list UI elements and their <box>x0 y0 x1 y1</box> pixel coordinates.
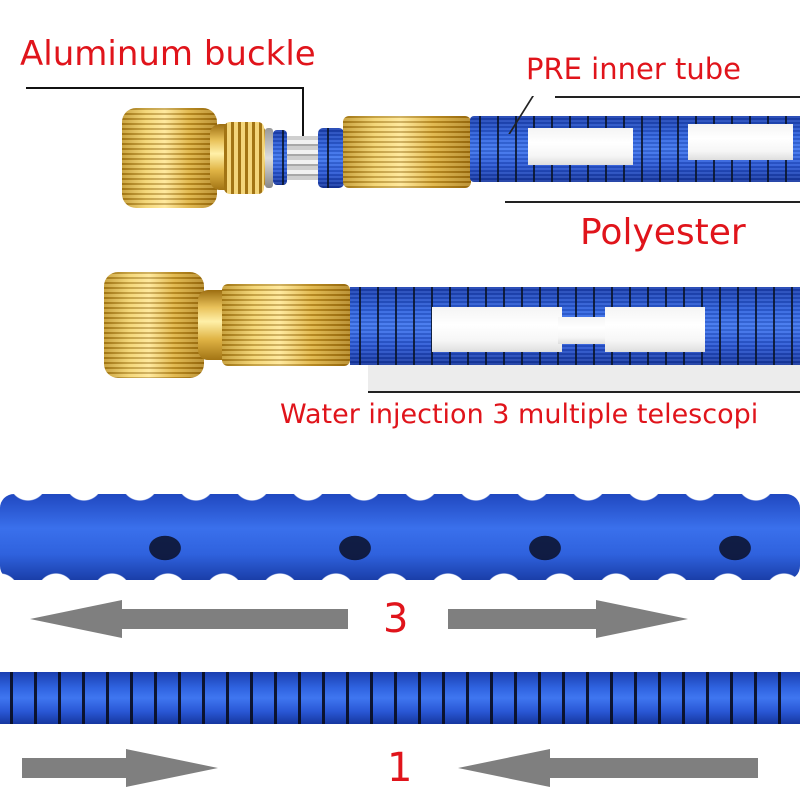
expand-arrow-left-shaft <box>122 609 348 629</box>
hose-ring-right <box>318 128 344 188</box>
brass-coupling-nut <box>122 108 217 208</box>
expanded-multiplier: 3 <box>383 596 409 642</box>
hose-ring-left <box>273 130 287 185</box>
expand-arrow-left-head <box>30 600 122 638</box>
expanded-hose <box>0 494 800 580</box>
contracted-multiplier: 1 <box>387 745 413 791</box>
brass-hose-sleeve-top <box>343 116 471 188</box>
polyester-callout-bottom <box>505 201 800 203</box>
aluminum-buckle-leader-vertical <box>302 87 304 139</box>
contract-arrow-left-shaft <box>22 758 128 778</box>
expand-arrow-right-head <box>596 600 688 638</box>
inner-tube-window-2 <box>688 124 793 160</box>
contract-arrow-right-shaft <box>548 758 758 778</box>
brass-hose-sleeve-middle <box>222 284 350 366</box>
water-injection-callout-box <box>368 365 800 393</box>
polyester-label: Polyester <box>580 212 746 253</box>
contract-arrow-right-head <box>458 749 550 787</box>
inner-tube-window-middle-3 <box>605 307 705 352</box>
aluminum-buckle-leader-horizontal <box>26 87 303 89</box>
inner-tube-window-middle-2 <box>558 317 608 344</box>
water-injection-label: Water injection 3 multiple telescopi <box>280 399 759 430</box>
brass-thread-ridges <box>224 122 264 194</box>
pre-inner-tube-label: PRE inner tube <box>526 52 741 86</box>
inner-tube-window-middle-1 <box>432 307 562 352</box>
pre-inner-tube-callout <box>555 96 800 180</box>
aluminum-buckle-label: Aluminum buckle <box>20 34 316 74</box>
inner-tube-window-1 <box>528 128 633 165</box>
gray-washer <box>265 128 273 188</box>
brass-coupling-nut-middle <box>104 272 204 378</box>
expand-arrow-right-shaft <box>448 609 598 629</box>
contract-arrow-left-head <box>126 749 218 787</box>
contracted-hose <box>0 672 800 724</box>
aluminum-buckle <box>287 136 319 180</box>
